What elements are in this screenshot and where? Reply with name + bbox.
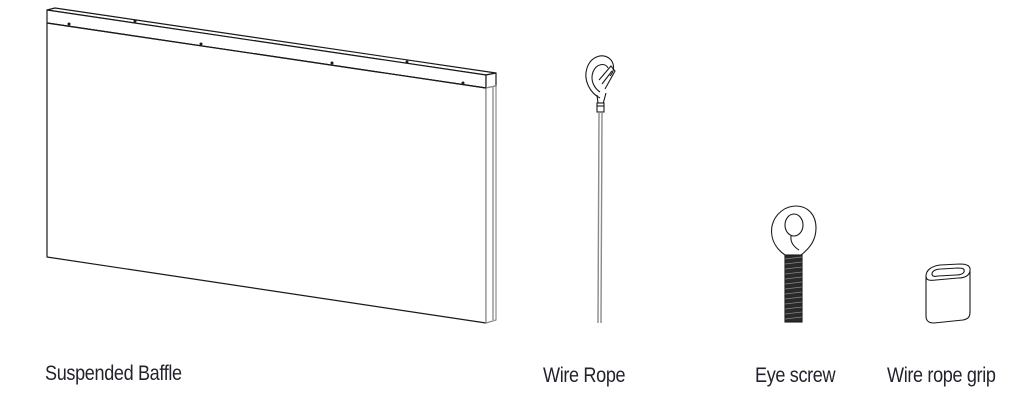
suspended-baffle-drawing <box>46 7 497 324</box>
wire-rope-label: Wire Rope <box>543 364 626 387</box>
wire-rope-grip-drawing <box>925 263 971 324</box>
wire-rope-drawing <box>585 55 616 324</box>
wire-rope-grip-label: Wire rope grip <box>887 364 996 387</box>
eye-screw-label: Eye screw <box>755 364 836 387</box>
eye-screw-drawing <box>771 205 817 323</box>
suspended-baffle-label: Suspended Baffle <box>45 362 182 385</box>
